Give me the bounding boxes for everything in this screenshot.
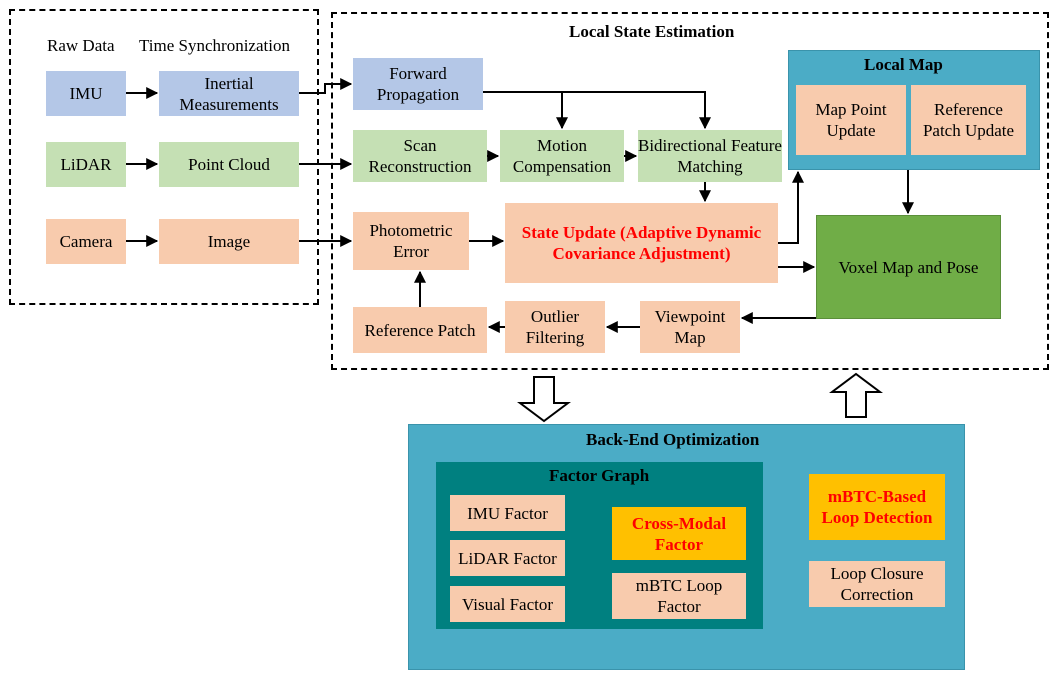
raw-data-section	[9, 9, 319, 305]
lidar-node: LiDAR	[46, 142, 126, 187]
local-state-estimation-title: Local State Estimation	[569, 22, 735, 41]
image-node: Image	[159, 219, 299, 264]
forward-propagation-node: Forward Propagation	[353, 58, 483, 110]
mbtc-loop-factor-node: mBTC Loop Factor	[612, 573, 746, 619]
camera-node: Camera	[46, 219, 126, 264]
hollow-arrow-up	[829, 372, 883, 418]
arrow-state-to-localmap	[778, 170, 804, 244]
imu-node: IMU	[46, 71, 126, 116]
cross-modal-factor-node: Cross-Modal Factor	[612, 507, 746, 560]
hollow-arrow-down	[517, 376, 571, 423]
motion-compensation-node: Motion Compensation	[500, 130, 624, 182]
outlier-filtering-node: Outlier Filtering	[505, 301, 605, 353]
loop-closure-correction-node: Loop Closure Correction	[809, 561, 945, 607]
arrow-forward-to-bidirectional	[483, 91, 711, 130]
local-state-estimation-section	[331, 12, 1049, 370]
mbtc-loop-detection-node: mBTC-Based Loop Detection	[809, 474, 945, 540]
viewpoint-map-node: Viewpoint Map	[640, 301, 740, 353]
scan-reconstruction-node: Scan Reconstruction	[353, 130, 487, 182]
reference-patch-node: Reference Patch	[353, 307, 487, 353]
bidirectional-feature-matching-node: Bidirectional Feature Matching	[638, 130, 782, 182]
lidar-factor-node: LiDAR Factor	[450, 540, 565, 576]
state-update-node: State Update (Adaptive Dynamic Covarianc…	[505, 203, 778, 283]
photometric-error-node: Photometric Error	[353, 212, 469, 270]
inertial-measurements-node: Inertial Measurements	[159, 71, 299, 116]
raw-data-heading: Raw Data	[47, 36, 115, 55]
voxel-map-and-pose-node: Voxel Map and Pose	[816, 215, 1001, 319]
visual-factor-node: Visual Factor	[450, 586, 565, 622]
back-end-optimization-title: Back-End Optimization	[586, 430, 760, 449]
map-point-update-node: Map Point Update	[796, 85, 906, 155]
factor-graph-title: Factor Graph	[549, 466, 650, 485]
reference-patch-update-node: Reference Patch Update	[911, 85, 1026, 155]
local-map-title: Local Map	[864, 55, 943, 74]
point-cloud-node: Point Cloud	[159, 142, 299, 187]
imu-factor-node: IMU Factor	[450, 495, 565, 531]
arrow-inertial-to-forward	[299, 78, 353, 94]
time-synchronization-heading: Time Synchronization	[139, 36, 290, 55]
